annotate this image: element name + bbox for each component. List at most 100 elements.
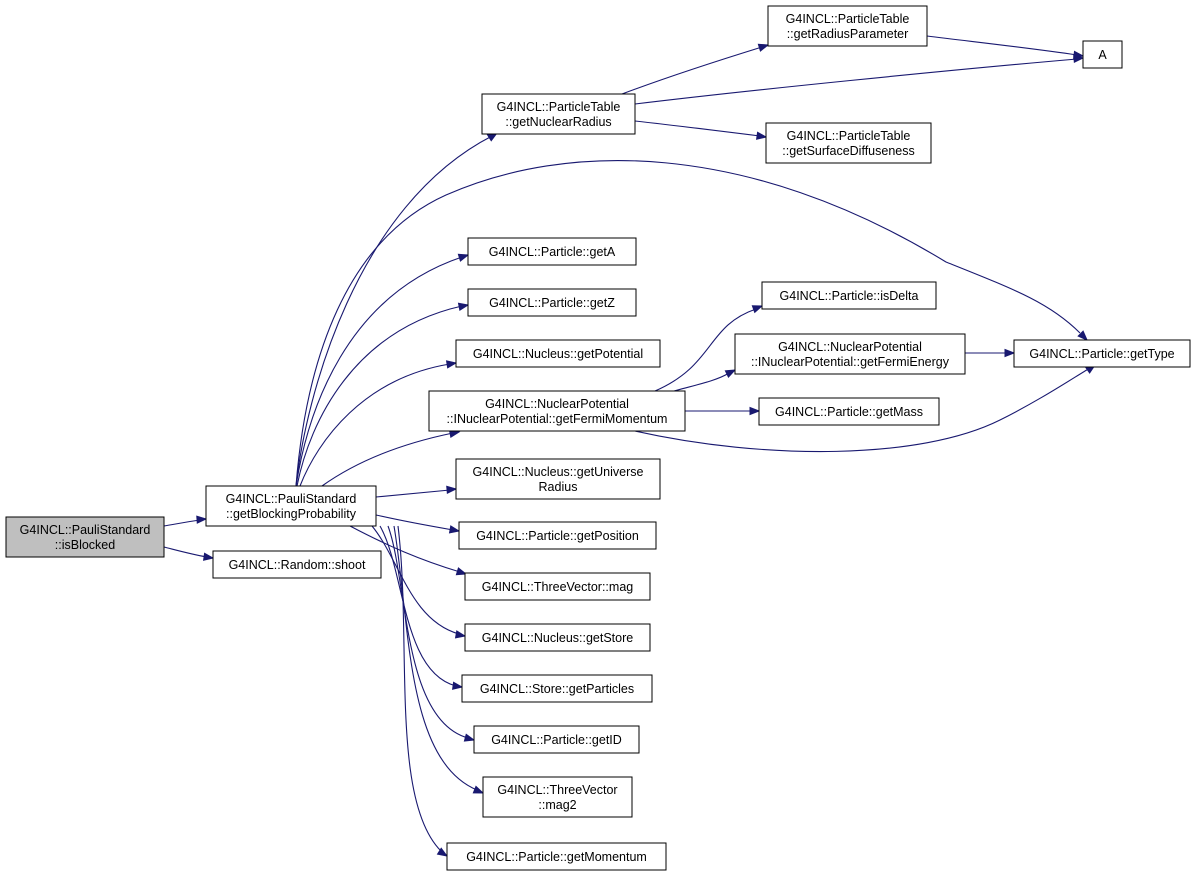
edge-getFermiEnergy-to-getType (965, 348, 1016, 358)
edge-getBlockingProbability-to-getMomentum (397, 525, 449, 857)
node-getBlockingProbability[interactable]: G4INCL::PauliStandard::getBlockingProbab… (205, 485, 377, 527)
edge-line (375, 489, 451, 498)
arrow-head-icon (455, 567, 468, 576)
node-box (428, 390, 686, 432)
node-isBlocked: G4INCL::PauliStandard::isBlocked (5, 516, 165, 558)
node-getMass[interactable]: G4INCL::Particle::getMass (758, 397, 940, 426)
edge-line (295, 160, 1081, 487)
edge-getBlockingProbability-to-getFermiMomentum (321, 429, 461, 487)
node-label: G4INCL::NuclearPotential (485, 397, 629, 411)
node-box (473, 725, 640, 754)
node-getParticles[interactable]: G4INCL::Store::getParticles (461, 674, 653, 703)
node-getMomentum[interactable]: G4INCL::Particle::getMomentum (446, 842, 667, 871)
edge-getBlockingProbability-to-getParticles (379, 525, 464, 690)
edge-getNuclearRadius-to-A (634, 54, 1085, 105)
node-getNuclearRadius[interactable]: G4INCL::ParticleTable::getNuclearRadius (481, 93, 636, 135)
node-box (455, 339, 661, 368)
edge-line (654, 308, 757, 392)
node-getPosition[interactable]: G4INCL::Particle::getPosition (458, 521, 657, 550)
node-label: ::INuclearPotential::getFermiMomentum (447, 412, 668, 426)
node-label: G4INCL::Particle::getID (491, 733, 622, 747)
edge-getBlockingProbability-to-getPosition (375, 514, 461, 534)
node-getSurfaceDiffuseness[interactable]: G4INCL::ParticleTable::getSurfaceDiffuse… (765, 122, 932, 164)
node-label: G4INCL::Nucleus::getPotential (473, 347, 643, 361)
edge-line (296, 305, 463, 487)
node-label: G4INCL::Particle::getMass (775, 405, 923, 419)
edge-line (163, 519, 201, 527)
edge-line (397, 525, 442, 852)
node-getRadiusParameter[interactable]: G4INCL::ParticleTable::getRadiusParamete… (767, 5, 928, 47)
arrow-head-icon (756, 131, 768, 140)
edge-getNuclearRadius-to-getRadiusParameter (621, 43, 770, 95)
node-label: A (1098, 48, 1107, 62)
node-label: G4INCL::Store::getParticles (480, 682, 634, 696)
node-label: G4INCL::ThreeVector (497, 783, 617, 797)
node-box (455, 458, 661, 500)
node-label: G4INCL::ParticleTable (787, 129, 911, 143)
node-box (758, 397, 940, 426)
edge-line (375, 514, 454, 531)
edge-line (926, 35, 1078, 56)
arrow-head-icon (757, 43, 770, 52)
node-getStore[interactable]: G4INCL::Nucleus::getStore (464, 623, 651, 652)
edge-getRadiusParameter-to-A (926, 35, 1085, 60)
node-label: G4INCL::Particle::getType (1029, 347, 1174, 361)
node-box (767, 5, 928, 47)
node-box (734, 333, 966, 375)
node-box (464, 623, 651, 652)
edge-getBlockingProbability-to-getType (295, 160, 1088, 487)
node-A[interactable]: A (1082, 40, 1123, 69)
arrow-head-icon (446, 485, 458, 495)
arrow-head-icon (463, 733, 476, 742)
edges-layer (163, 35, 1097, 857)
node-box (5, 516, 165, 558)
node-mag2[interactable]: G4INCL::ThreeVector::mag2 (482, 776, 633, 818)
edge-line (349, 525, 461, 573)
edge-line (321, 432, 454, 487)
node-getZ[interactable]: G4INCL::Particle::getZ (467, 288, 637, 317)
edge-line (621, 46, 763, 95)
node-getType[interactable]: G4INCL::Particle::getType (1013, 339, 1191, 368)
node-label: G4INCL::Random::shoot (229, 558, 366, 572)
node-label: G4INCL::Nucleus::getStore (482, 631, 634, 645)
node-getFermiMomentum[interactable]: G4INCL::NuclearPotential::INuclearPotent… (428, 390, 686, 432)
node-shoot[interactable]: G4INCL::Random::shoot (212, 550, 382, 579)
node-box (761, 281, 937, 310)
edge-getBlockingProbability-to-getZ (296, 302, 470, 487)
edge-getBlockingProbability-to-getID (387, 525, 476, 742)
arrow-head-icon (196, 515, 208, 524)
node-label: ::isBlocked (55, 538, 115, 552)
node-label: ::getNuclearRadius (505, 115, 611, 129)
node-getPotential[interactable]: G4INCL::Nucleus::getPotential (455, 339, 661, 368)
edge-line (634, 367, 1091, 453)
node-label: ::getSurfaceDiffuseness (782, 144, 914, 158)
edge-line (393, 525, 478, 791)
edge-getBlockingProbability-to-mag (349, 525, 468, 576)
node-getID[interactable]: G4INCL::Particle::getID (473, 725, 640, 754)
arrow-head-icon (436, 847, 449, 857)
edge-isBlocked-to-shoot (163, 546, 215, 561)
edge-line (371, 525, 460, 635)
arrow-head-icon (724, 369, 737, 378)
node-getFermiEnergy[interactable]: G4INCL::NuclearPotential::INuclearPotent… (734, 333, 966, 375)
edge-getBlockingProbability-to-getA (295, 253, 470, 487)
edge-getBlockingProbability-to-getPotential (299, 360, 458, 487)
node-box (467, 288, 637, 317)
node-label: ::INuclearPotential::getFermiEnergy (751, 355, 950, 369)
node-box (481, 93, 636, 135)
edge-line (673, 372, 730, 392)
edge-getNuclearRadius-to-getSurfaceDiffuseness (634, 120, 768, 140)
node-box (1082, 40, 1123, 69)
edge-line (634, 58, 1078, 105)
arrow-head-icon (1077, 330, 1088, 341)
node-mag[interactable]: G4INCL::ThreeVector::mag (464, 572, 651, 601)
edge-getBlockingProbability-to-getUniverseRadius (375, 485, 458, 498)
node-box (458, 521, 657, 550)
arrow-head-icon (457, 302, 470, 311)
node-isDelta[interactable]: G4INCL::Particle::isDelta (761, 281, 937, 310)
arrow-head-icon (1073, 50, 1085, 60)
node-getA[interactable]: G4INCL::Particle::getA (467, 237, 637, 266)
nodes-layer: G4INCL::PauliStandard::isBlockedG4INCL::… (5, 5, 1191, 871)
